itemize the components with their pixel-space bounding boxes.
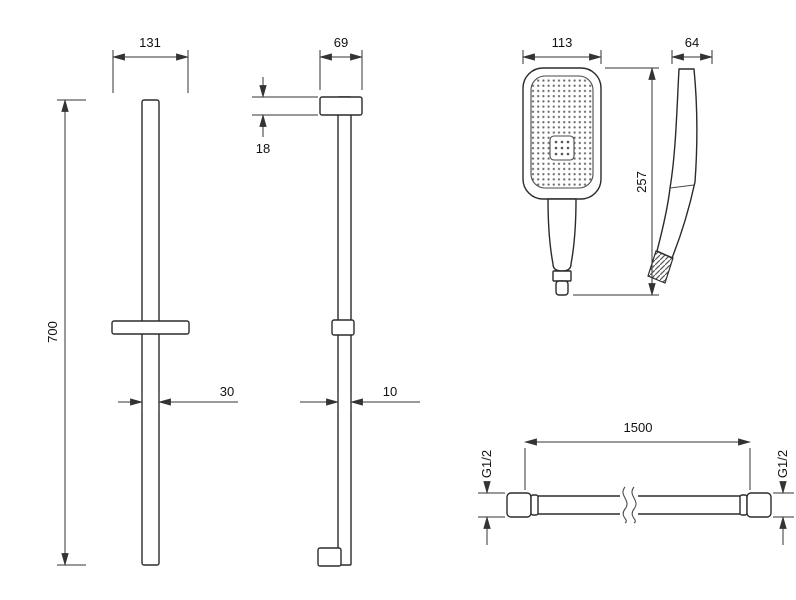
hose-connector-side	[647, 250, 674, 284]
rail-front-view: 131 700 30	[45, 35, 238, 567]
dim-label-rail-bar-depth: 10	[383, 384, 397, 399]
dim-hose-thread-left: G1/2	[478, 450, 505, 545]
hose-neck-right	[739, 494, 748, 516]
dim-label-thread-left: G1/2	[479, 450, 494, 478]
dim-hose-length-1500: 1500	[523, 420, 752, 490]
dim-label-rail-bar: 30	[220, 384, 234, 399]
dim-label-rail-height: 700	[45, 321, 60, 343]
dim-label-bracket-height: 18	[256, 141, 270, 156]
dim-label-handshower-width: 113	[552, 35, 573, 50]
hose-connector-front	[555, 280, 569, 296]
rail-side-view: 69 18 10	[252, 35, 420, 567]
hose-view: 1500 G1/2 G1/2	[478, 420, 794, 545]
dim-label-thread-right: G1/2	[775, 450, 790, 478]
dim-rail-bar-depth-10: 10	[300, 384, 420, 412]
hose-fitting-right	[746, 492, 772, 518]
dim-label-rail-depth: 69	[334, 35, 348, 50]
dim-handshower-depth-64: 64	[670, 35, 714, 64]
wall-bracket-top-side	[319, 96, 363, 116]
dim-label-rail-width: 131	[139, 35, 161, 50]
dim-rail-bar-30: 30	[118, 384, 238, 412]
hose-neck-left	[530, 494, 539, 516]
handshower-handle-front	[547, 198, 577, 272]
dim-rail-width-131: 131	[111, 35, 190, 93]
dim-rail-depth-69: 69	[318, 35, 364, 90]
hose-break-symbol	[631, 486, 637, 524]
handshower-front-view: 113 257	[521, 35, 659, 297]
wall-bracket-bottom-side	[317, 547, 342, 567]
dim-handshower-width-113: 113	[521, 35, 603, 64]
dim-rail-height-700: 700	[45, 98, 86, 567]
handshower-side-view: 64	[647, 35, 714, 284]
slider-bracket-front	[111, 320, 190, 335]
hose-fitting-left	[506, 492, 532, 518]
dim-label-handshower-height: 257	[634, 171, 649, 193]
slider-bracket-side	[331, 319, 355, 336]
handle-collar	[552, 270, 572, 282]
dim-label-handshower-depth: 64	[685, 35, 699, 50]
hose-break-symbol	[622, 486, 628, 524]
dim-label-hose-length: 1500	[624, 420, 653, 435]
dim-bracket-height-18: 18	[252, 77, 318, 156]
head-handle-joint-line	[669, 184, 695, 189]
spray-face	[530, 75, 594, 189]
dim-handshower-height-257: 257	[573, 66, 659, 297]
dim-hose-thread-right: G1/2	[773, 450, 794, 545]
spray-center-dots	[554, 140, 570, 156]
